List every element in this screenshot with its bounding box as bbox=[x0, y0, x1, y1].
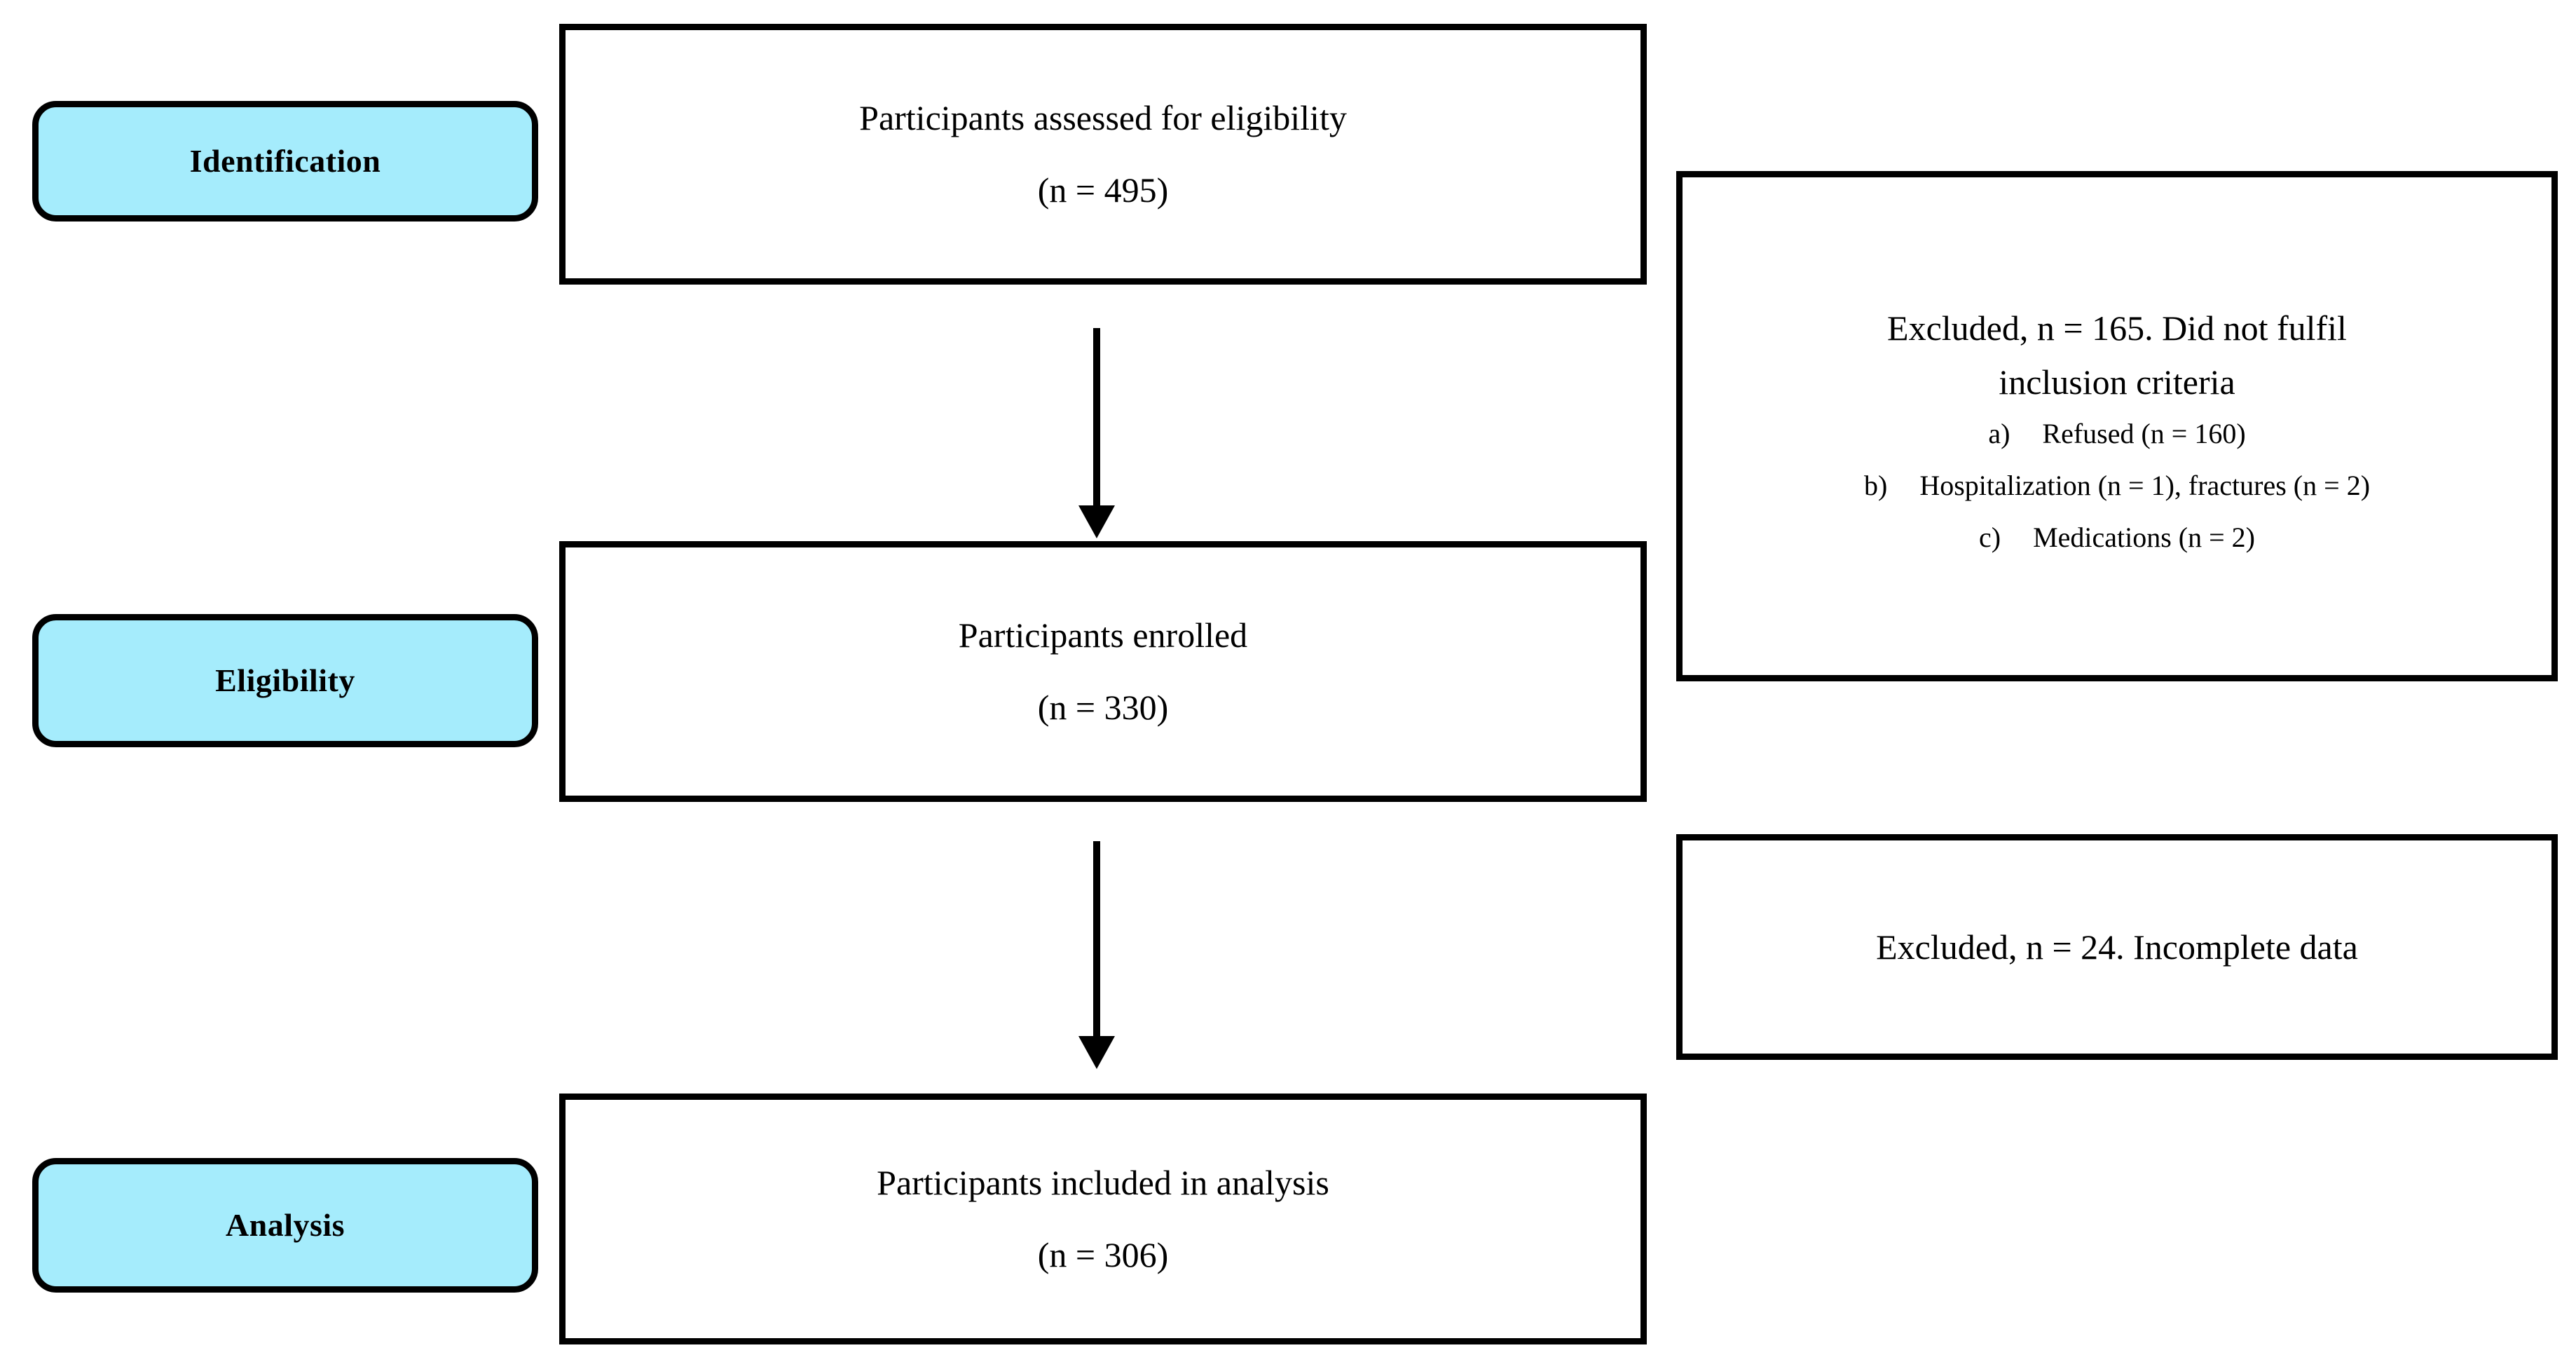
stage-badge-eligibility-label: Eligibility bbox=[215, 662, 355, 698]
flow-box-included-count: (n = 306) bbox=[1037, 1235, 1169, 1274]
stage-badge-identification: Identification bbox=[32, 101, 538, 222]
flow-box-assessed-label: Participants assessed for eligibility bbox=[859, 97, 1347, 137]
stage-badge-identification-label: Identification bbox=[189, 143, 381, 179]
arrow-down-icon-enrolled-to-included bbox=[1065, 841, 1128, 1069]
list-item-marker: a) bbox=[1988, 417, 2010, 449]
list-item-marker: b) bbox=[1863, 469, 1888, 501]
exclusion-heading-line-1: Excluded, n = 165. Did not fulfil bbox=[1887, 308, 2347, 348]
flow-box-assessed-count: (n = 495) bbox=[1037, 170, 1169, 210]
exclusion-heading-line-2: inclusion criteria bbox=[1999, 362, 2235, 402]
exclusion-box-incomplete-data: Excluded, n = 24. Incomplete data bbox=[1676, 834, 2558, 1060]
list-item: b) Hospitalization (n = 1), fractures (n… bbox=[1695, 469, 2539, 501]
flow-box-enrolled-label: Participants enrolled bbox=[958, 615, 1248, 655]
list-item-marker: c) bbox=[1978, 521, 2001, 553]
stage-badge-eligibility: Eligibility bbox=[32, 614, 538, 747]
arrow-down-icon-assessed-to-enrolled bbox=[1065, 328, 1128, 538]
list-item-text: Refused (n = 160) bbox=[2042, 417, 2246, 449]
flow-box-enrolled: Participants enrolled (n = 330) bbox=[559, 541, 1647, 802]
stage-badge-analysis: Analysis bbox=[32, 1158, 538, 1293]
flow-box-enrolled-count: (n = 330) bbox=[1037, 688, 1169, 727]
list-item: c) Medications (n = 2) bbox=[1695, 521, 2539, 553]
list-item-text: Hospitalization (n = 1), fractures (n = … bbox=[1919, 469, 2371, 501]
flow-box-included: Participants included in analysis (n = 3… bbox=[559, 1094, 1647, 1344]
exclusion-incomplete-data-text: Excluded, n = 24. Incomplete data bbox=[1876, 927, 2358, 967]
flow-box-included-label: Participants included in analysis bbox=[877, 1162, 1329, 1202]
list-item-text: Medications (n = 2) bbox=[2033, 521, 2255, 553]
exclusion-box-inclusion-criteria: Excluded, n = 165. Did not fulfil inclus… bbox=[1676, 171, 2558, 681]
arrow-head bbox=[1078, 505, 1115, 538]
stage-badge-analysis-label: Analysis bbox=[225, 1207, 345, 1243]
arrow-shaft bbox=[1093, 841, 1100, 1036]
arrow-head bbox=[1078, 1036, 1115, 1069]
arrow-shaft bbox=[1093, 328, 1100, 505]
flow-box-assessed: Participants assessed for eligibility (n… bbox=[559, 24, 1647, 285]
list-item: a) Refused (n = 160) bbox=[1695, 417, 2539, 449]
exclusion-reason-list: a) Refused (n = 160) b) Hospitalization … bbox=[1695, 417, 2539, 553]
